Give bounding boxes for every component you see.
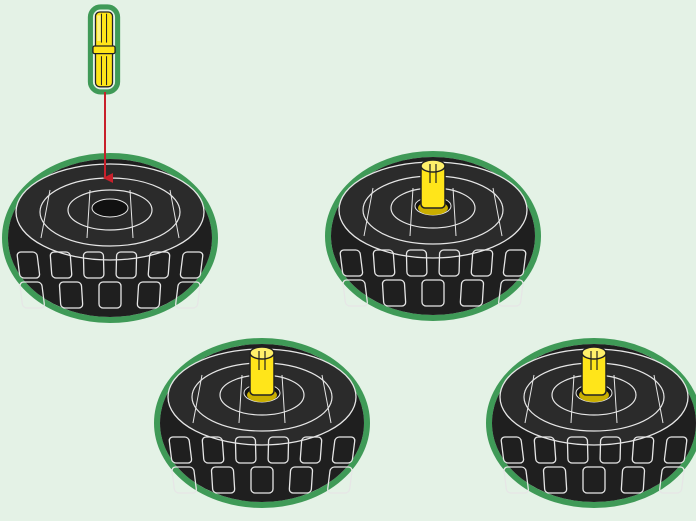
wheel-1-group	[5, 156, 215, 320]
wheel-3-pin	[247, 347, 277, 402]
wheel-4-pin	[579, 347, 609, 402]
wheel-2-group	[328, 154, 538, 318]
wheel-4-group	[489, 341, 696, 505]
wheel-2-pin	[418, 160, 448, 215]
wheel-1-axle-hole	[92, 199, 128, 217]
wheel-3-group	[157, 341, 367, 505]
technic-pin-icon	[90, 7, 117, 92]
